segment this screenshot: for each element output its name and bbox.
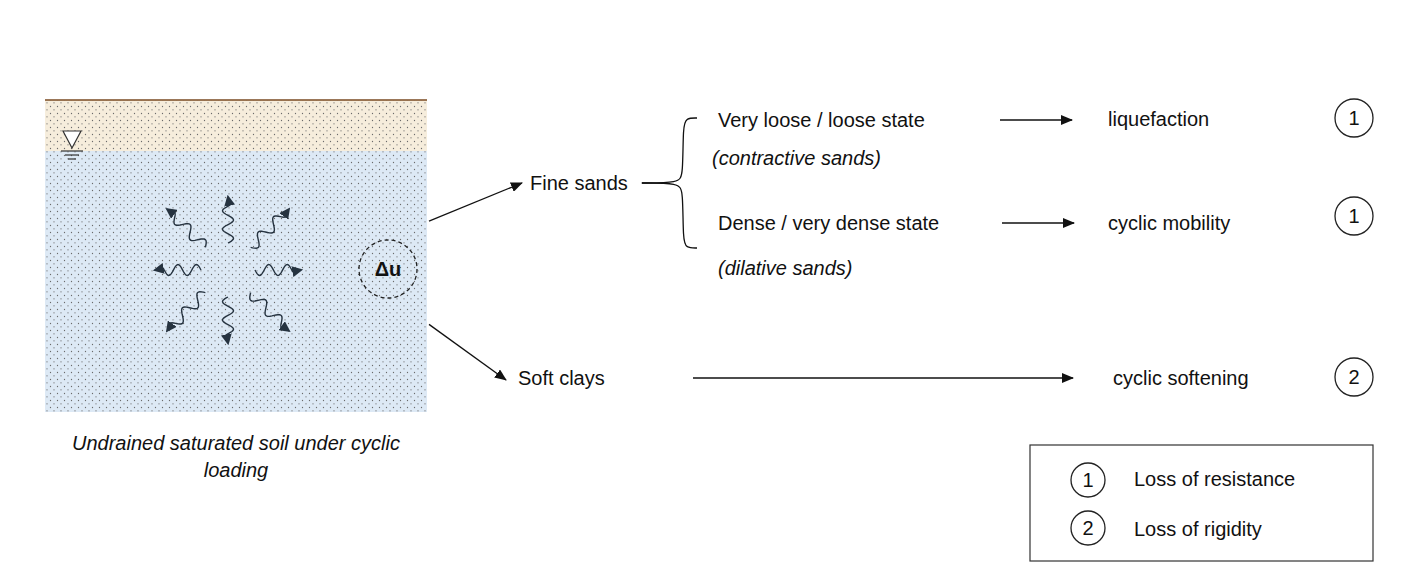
wave-arrow — [251, 209, 289, 248]
water-table-symbol — [61, 131, 83, 159]
soil-state: Very loose / loose state(contractive san… — [718, 108, 992, 170]
node-text: liquefaction — [1108, 107, 1209, 131]
node-text: Soft clays — [518, 366, 693, 390]
soil-texture — [45, 100, 427, 412]
node-text: cyclic softening — [1113, 366, 1249, 390]
node-text: cyclic mobility — [1108, 211, 1230, 235]
arrow-connector — [1002, 222, 1074, 223]
node-text: Very loose / loose state — [718, 108, 992, 132]
wave-arrow — [167, 209, 206, 247]
wave-arrow — [223, 297, 234, 343]
arrow-connector — [1000, 119, 1072, 120]
bracket-connector — [642, 183, 697, 248]
cyclic-wave-arrows — [155, 197, 301, 343]
node-text: Fine sands — [530, 171, 628, 195]
callout-number: 1 — [1068, 468, 1108, 492]
callout-number: 2 — [1334, 365, 1374, 389]
callout-circles — [1071, 99, 1373, 545]
node-text: Undrained saturated soil under cyclic lo… — [71, 430, 401, 484]
soil-state: Dense / very dense state (dilative sands) — [718, 211, 994, 280]
callout-number: 2 — [1068, 516, 1108, 540]
wave-arrow — [223, 197, 234, 243]
ground-surface — [45, 99, 427, 101]
legend-box — [1030, 445, 1373, 561]
arrow-connector — [429, 183, 522, 221]
soil-block: Undrained saturated soil under cyclic lo… — [45, 99, 427, 412]
node-subtext: (contractive sands) — [712, 146, 986, 170]
wave-arrow — [250, 293, 289, 331]
node-text: Δu — [358, 257, 418, 281]
bracket-connector — [642, 118, 697, 183]
callout-number: 1 — [1334, 106, 1374, 130]
arrow-connector — [693, 377, 1073, 378]
legend-text: Loss of rigidity — [1134, 517, 1262, 541]
soil-type: Fine sands — [530, 171, 628, 195]
node-text: Dense / very dense state — [718, 211, 994, 235]
wave-arrow — [155, 265, 201, 276]
wave-arrow — [167, 292, 205, 331]
pore-pressure-circle: Δu — [358, 239, 418, 299]
soil-type: Soft clays — [518, 366, 693, 390]
phenomenon: cyclic softening — [1113, 366, 1249, 390]
wave-arrow — [255, 265, 301, 276]
legend-text: Loss of resistance — [1134, 467, 1295, 491]
arrow-connector — [429, 324, 506, 380]
callout-number: 1 — [1334, 204, 1374, 228]
node-subtext: (dilative sands) — [718, 256, 994, 280]
phenomenon: liquefaction — [1108, 107, 1209, 131]
phenomenon: cyclic mobility — [1108, 211, 1230, 235]
